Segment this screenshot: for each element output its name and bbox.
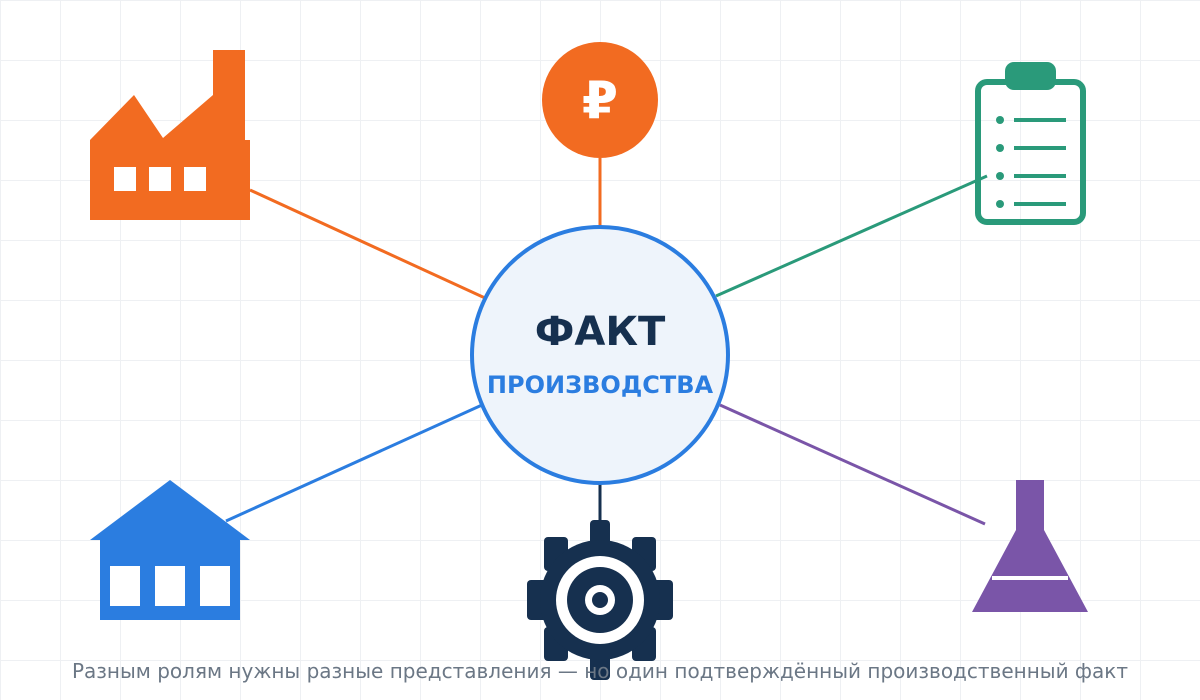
connector-clipboard	[715, 174, 988, 298]
clipboard-checklist-icon	[975, 62, 1086, 225]
svg-text:₽: ₽	[582, 71, 618, 131]
connector-factory	[249, 188, 486, 300]
flask-icon	[972, 480, 1088, 612]
center-subtitle: ПРОИЗВОДСТВА	[487, 371, 714, 399]
diagram-caption: Разным ролям нужны разные представления …	[72, 659, 1128, 683]
ruble-icon: ₽	[542, 42, 658, 158]
connector-flask	[719, 403, 986, 526]
center-hub: ФАКТ ПРОИЗВОДСТВА	[470, 225, 730, 485]
connector-warehouse	[225, 403, 483, 523]
factory-icon	[90, 50, 250, 220]
warehouse-icon	[90, 480, 250, 620]
center-title: ФАКТ	[535, 309, 666, 355]
gear-icon	[527, 520, 673, 680]
